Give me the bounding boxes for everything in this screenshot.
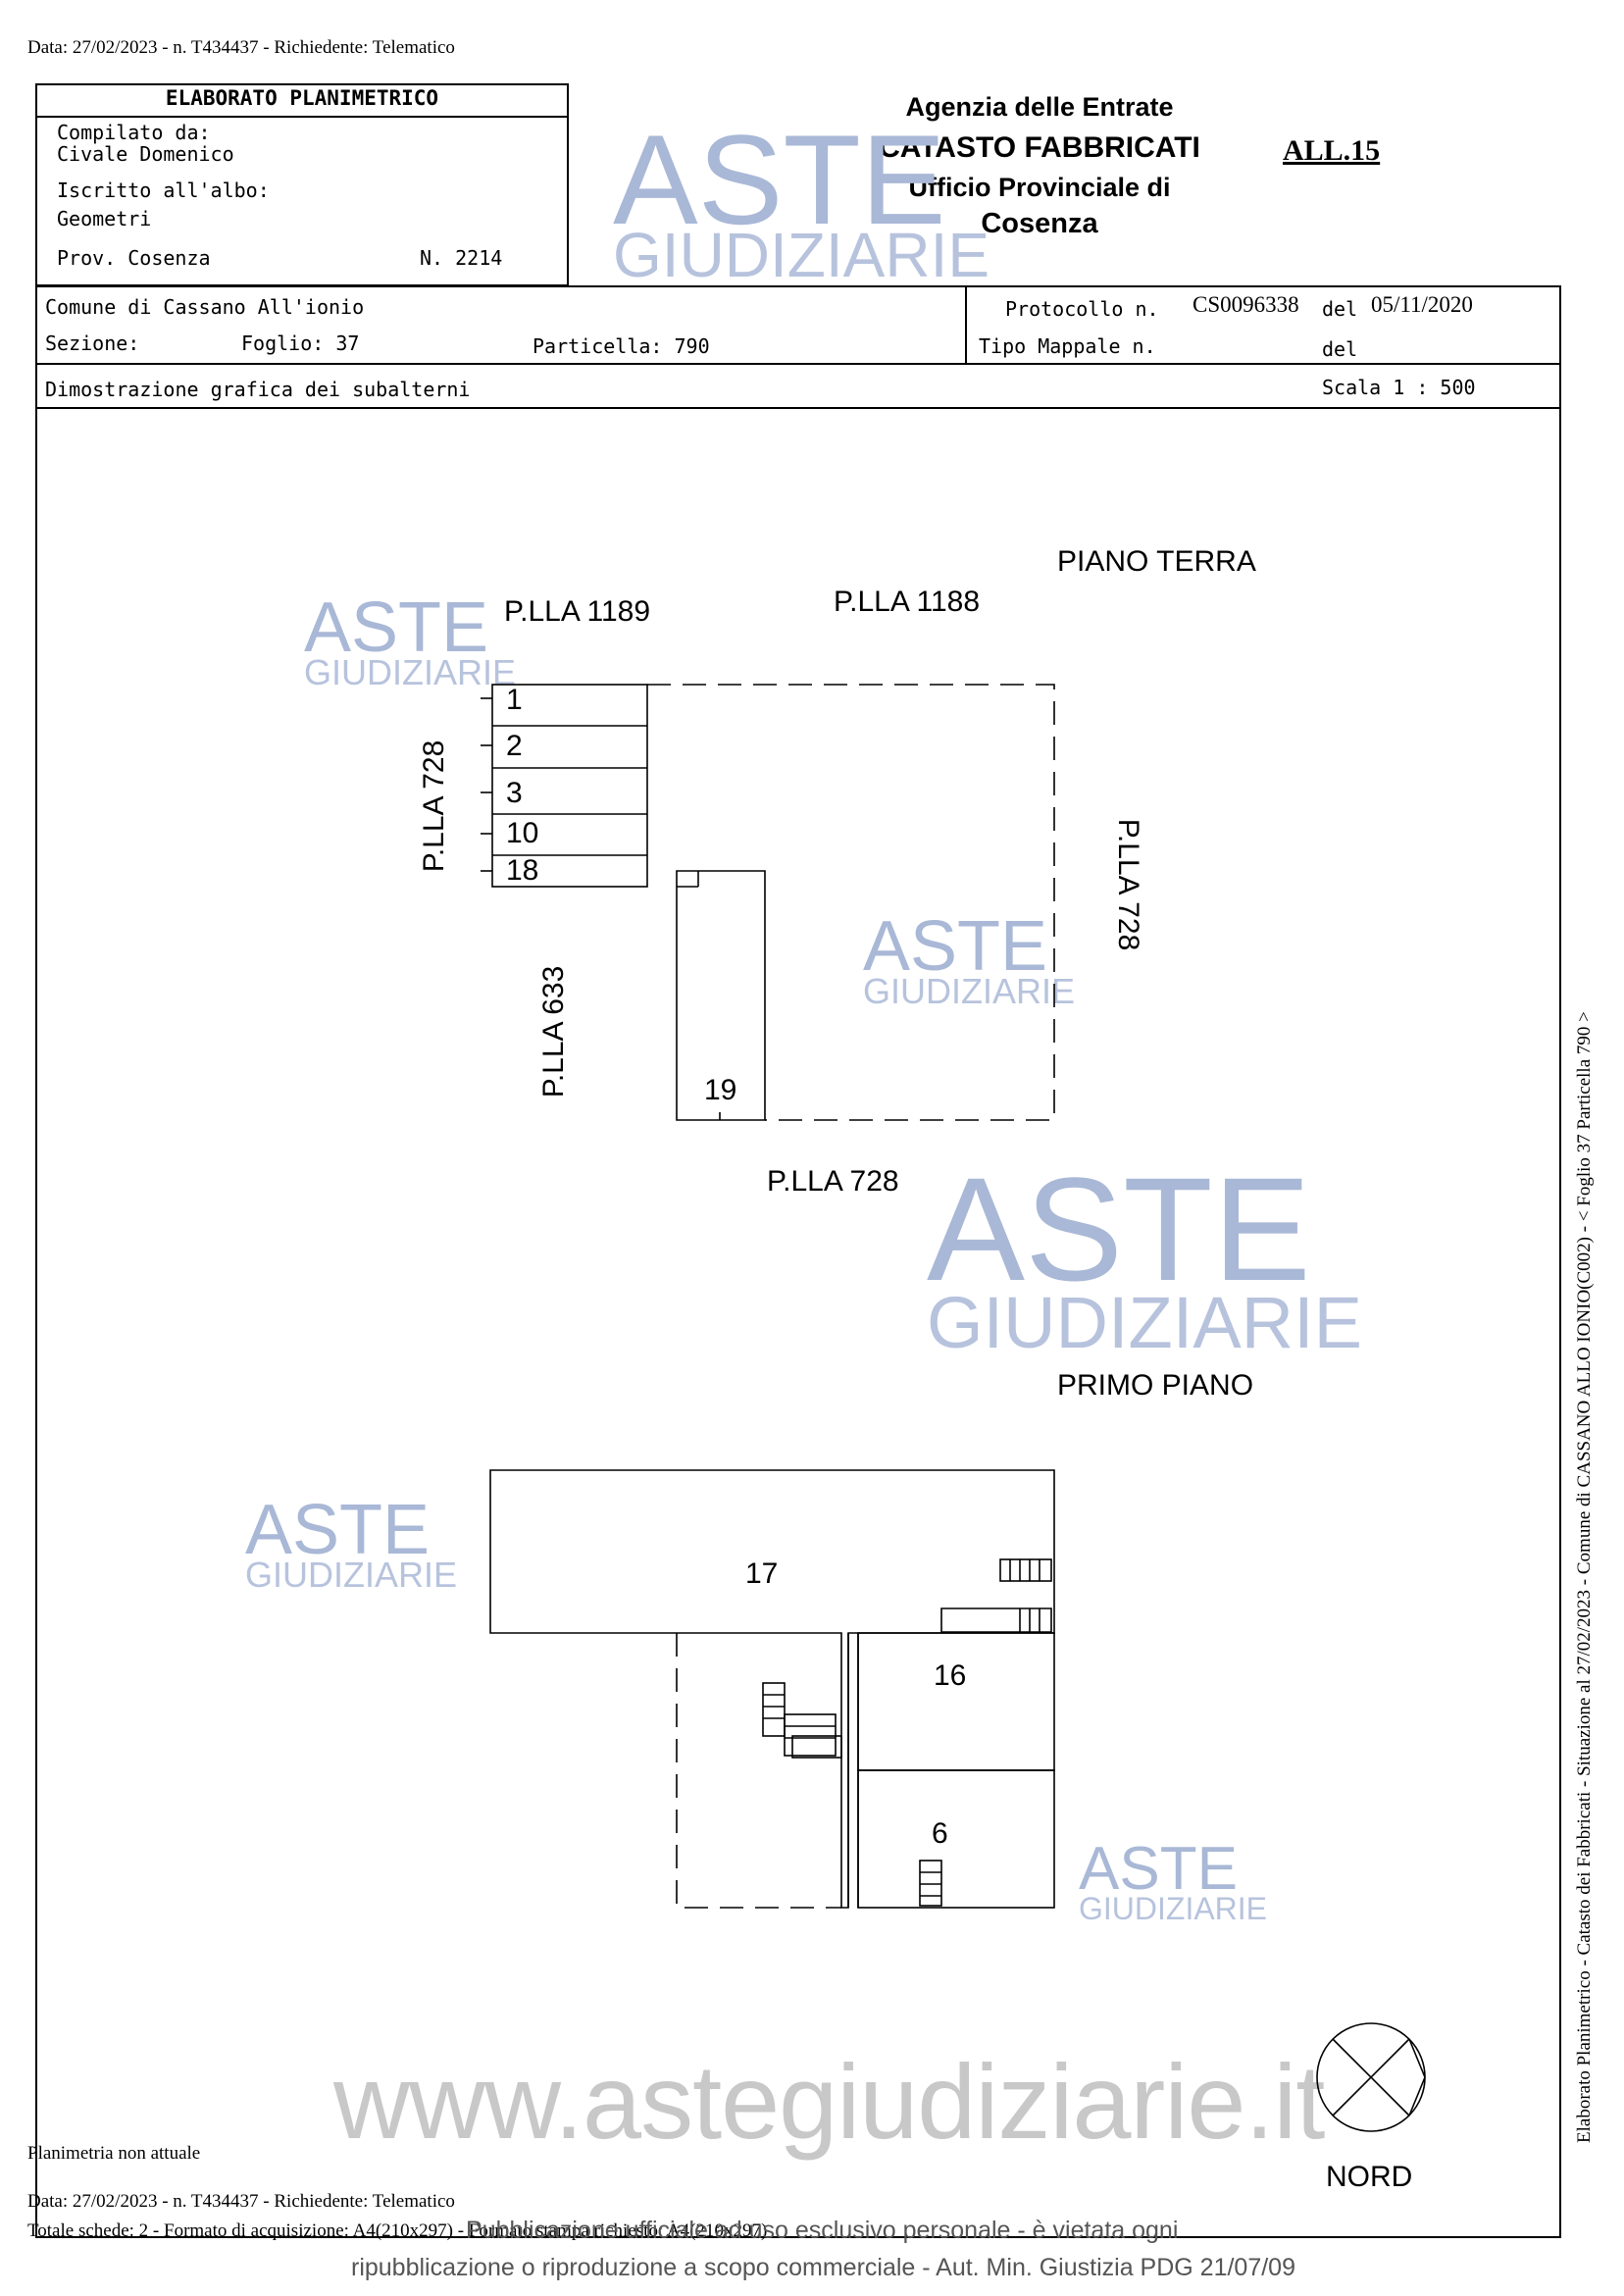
watermark-logo-first-left: ASTE GIUDIZIARIE	[245, 1491, 458, 1596]
scale-label: Scala 1 : 500	[1322, 376, 1476, 399]
neighbor-top: P.LLA 1188	[834, 586, 981, 618]
footer-publication-line2: ripubblicazione o riproduzione a scopo c…	[351, 2254, 1295, 2281]
info-vertical-divider	[965, 285, 967, 364]
watermark-giudiziarie: GIUDIZIARIE	[927, 1281, 1363, 1363]
north-label: NORD	[1326, 2161, 1413, 2193]
tipo-mappale-label: Tipo Mappale n.	[979, 334, 1156, 358]
tipo-mappale-del-label: del	[1322, 337, 1358, 361]
compiled-by-label: Compilato da:	[57, 121, 211, 144]
watermark-aste: ASTE	[927, 1147, 1311, 1311]
watermark-aste: ASTE	[245, 1491, 431, 1569]
header-date-line: Data: 27/02/2023 - n. T434437 - Richiede…	[27, 37, 455, 58]
watermark-aste: ASTE	[1079, 1835, 1238, 1903]
side-vertical-text: Elaborato Planimetrico - Catasto dei Fab…	[1574, 1011, 1595, 2143]
watermark-giudiziarie: GIUDIZIARIE	[613, 219, 990, 290]
attachment-label: ALL.15	[1283, 134, 1381, 167]
north-compass-icon	[1316, 2022, 1426, 2132]
elaborato-title: ELABORATO PLANIMETRICO	[165, 86, 439, 110]
neighbor-left: P.LLA 728	[418, 740, 450, 873]
watermark-website: www.astegiudiziarie.it	[333, 2042, 1325, 2161]
first-floor-title: PRIMO PIANO	[1057, 1369, 1254, 1402]
entrance-arrows	[481, 697, 721, 1120]
ground-units-block	[491, 684, 648, 888]
watermark-giudiziarie: GIUDIZIARIE	[245, 1555, 458, 1596]
watermark-logo-plan-left: ASTE GIUDIZIARIE	[304, 588, 517, 693]
footer-totals: Totale schede: 2 - Formato di acquisizio…	[27, 2220, 768, 2241]
unit-label-3: 3	[506, 777, 523, 809]
unit-label-16: 16	[934, 1659, 967, 1692]
watermark-giudiziarie: GIUDIZIARIE	[304, 652, 517, 693]
footer-date-line: Data: 27/02/2023 - n. T434437 - Richiede…	[27, 2191, 455, 2212]
foglio-label: Foglio: 37	[241, 332, 360, 355]
registration-number: N. 2214	[420, 246, 503, 270]
unit-label-18: 18	[506, 854, 539, 887]
unit-17-outline	[489, 1469, 1055, 1909]
unit-label-10: 10	[506, 817, 539, 849]
footer-not-current: Planimetria non attuale	[27, 2143, 201, 2164]
province: Prov. Cosenza	[57, 246, 211, 270]
unit-label-1: 1	[506, 684, 523, 716]
first-floor-dashed	[676, 1633, 841, 1909]
catasto-fabbricati: CATASTO FABBRICATI	[879, 131, 1200, 164]
watermark-giudiziarie: GIUDIZIARIE	[1079, 1890, 1268, 1926]
unit-label-17: 17	[745, 1557, 779, 1590]
watermark-aste: ASTE	[613, 108, 946, 251]
registered-label: Iscritto all'albo:	[57, 179, 270, 202]
demo-row-bottom	[35, 407, 1561, 409]
ground-floor-outline	[647, 684, 1055, 1121]
footer-publication-line1: Pubblicazione ufficiale ad uso esclusivo…	[466, 2217, 1179, 2244]
ground-floor-title: PIANO TERRA	[1057, 545, 1256, 578]
watermark-aste: ASTE	[304, 588, 489, 667]
particella-label: Particella: 790	[533, 334, 710, 358]
watermark-logo-top: ASTE GIUDIZIARIE	[613, 108, 990, 290]
stairs-center	[762, 1682, 842, 1759]
stairs-unit-6	[919, 1860, 942, 1907]
sezione-label: Sezione:	[45, 332, 140, 355]
unit-6-outline	[857, 1769, 1055, 1909]
registered-value: Geometri	[57, 207, 152, 230]
watermark-logo-plan-center: ASTE GIUDIZIARIE	[863, 907, 1076, 1012]
unit-16-outline	[857, 1632, 1055, 1771]
office-label: Ufficio Provinciale di	[908, 173, 1171, 202]
protocollo-value: CS0096338	[1193, 292, 1299, 317]
watermark-logo-first-right: ASTE GIUDIZIARIE	[1079, 1835, 1268, 1926]
comune-label: Comune di Cassano All'ionio	[45, 295, 365, 319]
watermark-logo-plan-large: ASTE GIUDIZIARIE	[927, 1147, 1363, 1363]
compiled-by-name: Civale Domenico	[57, 142, 234, 166]
stairs-right-top	[999, 1558, 1052, 1582]
neighbor-right: P.LLA 728	[1112, 818, 1144, 951]
unit-label-2: 2	[506, 730, 523, 762]
neighbor-bottom: P.LLA 728	[767, 1165, 899, 1198]
agency-name: Agenzia delle Entrate	[905, 92, 1174, 122]
watermark-aste: ASTE	[863, 907, 1048, 986]
neighbor-left-lower: P.LLA 633	[537, 965, 570, 1098]
title-block-divider	[35, 116, 569, 118]
info-row-bottom	[35, 363, 1561, 365]
unit-label-19: 19	[704, 1074, 737, 1106]
main-frame	[35, 285, 1561, 2238]
unit-label-6: 6	[932, 1817, 948, 1850]
neighbor-top-left: P.LLA 1189	[504, 595, 651, 628]
unit-19-outline	[676, 870, 766, 1121]
protocollo-label: Protocollo n.	[1005, 297, 1159, 321]
demo-label: Dimostrazione grafica dei subalterni	[45, 378, 471, 401]
stairs-right-mid	[940, 1607, 1052, 1633]
office-city: Cosenza	[981, 208, 1098, 239]
protocollo-date: 05/11/2020	[1371, 292, 1473, 317]
watermark-giudiziarie: GIUDIZIARIE	[863, 971, 1076, 1012]
protocollo-del-label: del	[1322, 297, 1358, 321]
